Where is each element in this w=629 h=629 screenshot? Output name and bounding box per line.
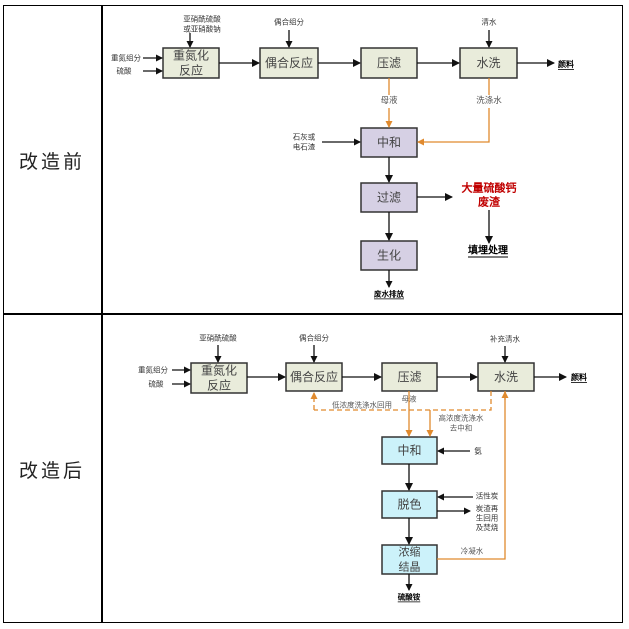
carbon-residue-output-after: 及焚烧	[476, 522, 499, 532]
biochem-before-label: 生化	[377, 249, 401, 263]
pigment-output-before: 颜料	[558, 59, 574, 69]
crystallize-after-box	[381, 544, 438, 575]
wastewater-output-before: 废水排放	[374, 289, 404, 299]
diazotization-before-box	[162, 47, 220, 79]
coupling-after-label: 偶合反应	[290, 369, 338, 384]
carbon-residue-output-after: 生回用	[476, 513, 499, 523]
water-wash-after-label: 水洗	[494, 370, 518, 384]
low-conc-recycle-line-after	[314, 391, 492, 411]
wash-water-arrow-before	[417, 108, 490, 146]
diazotization-after-box	[190, 362, 248, 394]
diazotization-after-label: 反应	[207, 378, 231, 393]
decolor-after-label: 脱色	[397, 497, 421, 512]
diazotization-before-label: 反应	[179, 63, 203, 78]
row-divider	[3, 313, 623, 315]
mother-liquor-label-before: 母液	[380, 95, 398, 106]
neutralize-before-label: 中和	[377, 135, 401, 150]
ammonia-input-after: 氨	[474, 446, 482, 456]
landfill-output-before: 填埋处理	[468, 244, 508, 257]
decolor-after-box	[381, 490, 438, 519]
carbon-input-after: 活性炭	[476, 491, 499, 501]
coupling-input-after: 偶合组分	[299, 333, 329, 343]
neutralize-after-label: 中和	[397, 443, 421, 458]
diazo-input-after: 重氮组分	[138, 365, 168, 375]
acid-input-after: 硫酸	[149, 379, 164, 389]
nitrite-input-after: 亚硝酰硫酸	[199, 333, 237, 343]
press-filter-after-label: 压滤	[397, 370, 421, 384]
nitrite-input-before: 或亚硝酸钠	[183, 24, 221, 34]
gypsum-waste-output-before: 大量硫酸钙	[462, 181, 517, 195]
water-input-before: 清水	[482, 17, 497, 27]
condensate-label-after: 冷凝水	[461, 546, 484, 556]
coupling-before-box	[259, 47, 319, 79]
water-wash-before-label: 水洗	[476, 56, 500, 70]
gypsum-waste-output-before: 废渣	[478, 195, 501, 209]
pigment-output-after: 颜料	[571, 372, 587, 382]
high-conc-label-after: 去中和	[450, 423, 473, 433]
ammonium-sulfate-output-after: 硫酸铵	[398, 592, 421, 602]
low-conc-recycle-label-after: 低浓度洗涤水回用	[332, 400, 392, 410]
crystallize-after-label: 结晶	[399, 561, 421, 574]
coupling-input-before: 偶合组分	[274, 17, 304, 27]
condensate-line-after	[437, 391, 506, 560]
row-label-before: 改造前	[18, 151, 85, 173]
lime-input-before: 石灰或	[293, 132, 316, 142]
diazo-input-before: 重氮组分	[111, 53, 141, 63]
crystallize-after-label: 浓缩	[399, 546, 421, 559]
wash-water-label-before: 洗涤水	[476, 95, 502, 106]
carbon-residue-output-after: 炭渣再	[476, 503, 499, 513]
diazotization-after-label: 重氮化	[201, 363, 237, 378]
coupling-before-label: 偶合反应	[265, 55, 313, 70]
high-conc-label-after: 高浓度洗涤水	[439, 413, 484, 423]
coupling-after-box	[285, 362, 343, 392]
diazotization-before-label: 重氮化	[173, 48, 209, 63]
press-filter-after-box	[381, 362, 438, 392]
acid-input-before: 硫酸	[117, 66, 132, 76]
row-label-after: 改造后	[18, 460, 85, 482]
filter-before-label: 过滤	[377, 191, 401, 205]
press-filter-before-label: 压滤	[377, 56, 401, 70]
biochem-before-box	[360, 240, 418, 271]
nitrite-input-before: 亚硝酰硫酸	[183, 14, 221, 24]
makeup-water-input-after: 补充清水	[490, 334, 520, 344]
lime-input-before: 电石渣	[293, 142, 316, 152]
